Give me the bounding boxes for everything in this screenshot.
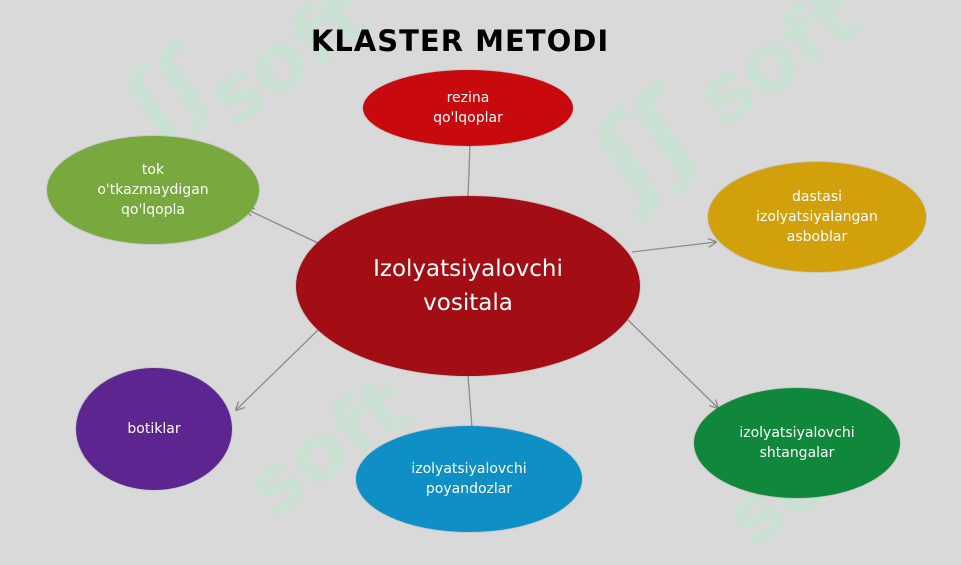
slide-title: KLASTER METODI [310,24,610,58]
node-label: botiklar [127,420,181,437]
connector-botiklar [236,329,319,410]
connector-lines [0,143,961,429]
connector-tok [246,209,319,244]
node-botiklar: botiklar [76,368,232,490]
connector-rezina [467,143,471,198]
node-dastasi-izolyatsiyalangan-asboblar: dastasi izolyatsiyalangan asboblar [708,162,926,272]
node-label: rezina qo'lqoplar [433,89,503,126]
node-tok-otkazmaydigan-qolqopla: tok o'tkazmaydigan qo'lqopla [47,136,259,244]
center-node: Izolyatsiyalovchi vositala [296,196,640,376]
connector-shtangalar [627,319,718,408]
node-label: izolyatsiyalovchi poyandozlar [411,460,527,497]
node-izolyatsiyalovchi-shtangalar: izolyatsiyalovchi shtangalar [694,388,900,498]
node-izolyatsiyalovchi-poyandozlar: izolyatsiyalovchi poyandozlar [356,426,582,532]
node-rezina-qolqoplar: rezina qo'lqoplar [363,70,573,146]
node-label: izolyatsiyalovchi shtangalar [739,424,855,461]
center-label: Izolyatsiyalovchi vositala [373,255,563,317]
connector-dastasi [631,242,716,253]
node-label: dastasi izolyatsiyalangan asboblar [756,188,878,246]
node-label: tok o'tkazmaydigan qo'lqopla [97,161,209,219]
connector-poyandozlar [467,375,473,429]
